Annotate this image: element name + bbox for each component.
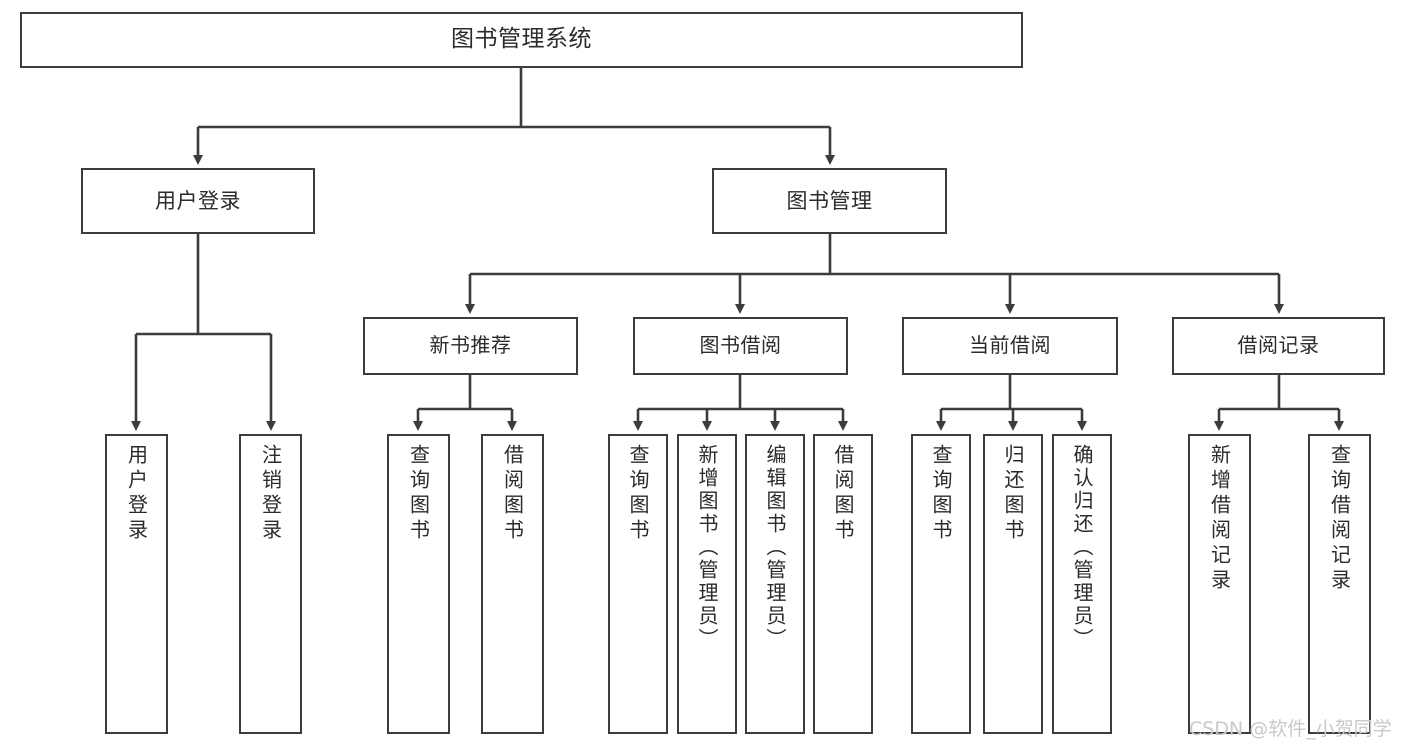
node-leaf-logout[interactable]: 注销登录 — [239, 434, 302, 734]
node-leaf-query-book-3-label: 查询图书 — [929, 444, 953, 544]
node-root[interactable]: 图书管理系统 — [20, 12, 1023, 68]
node-book-manage-label: 图书管理 — [786, 188, 873, 213]
node-leaf-edit-book-label: 编辑图书（管理员） — [763, 444, 787, 651]
node-leaf-query-book-2[interactable]: 查询图书 — [608, 434, 668, 734]
node-leaf-borrow-book-2[interactable]: 借阅图书 — [813, 434, 873, 734]
node-leaf-confirm-return-label: 确认归还（管理员） — [1070, 444, 1094, 651]
node-user-login[interactable]: 用户登录 — [81, 168, 315, 234]
node-leaf-confirm-return[interactable]: 确认归还（管理员） — [1052, 434, 1112, 734]
node-leaf-return-book[interactable]: 归还图书 — [983, 434, 1043, 734]
node-leaf-query-record[interactable]: 查询借阅记录 — [1308, 434, 1371, 734]
node-book-borrow[interactable]: 图书借阅 — [633, 317, 848, 375]
node-leaf-query-book-1-label: 查询图书 — [406, 444, 431, 544]
node-leaf-user-login-label: 用户登录 — [124, 444, 149, 544]
node-leaf-user-login[interactable]: 用户登录 — [105, 434, 168, 734]
node-leaf-add-record[interactable]: 新增借阅记录 — [1188, 434, 1251, 734]
node-leaf-add-record-label: 新增借阅记录 — [1207, 444, 1232, 594]
node-current-borrow-label: 当前借阅 — [969, 333, 1051, 358]
node-root-label: 图书管理系统 — [451, 26, 592, 53]
node-new-book-rec-label: 新书推荐 — [429, 333, 512, 358]
node-leaf-query-book-1[interactable]: 查询图书 — [387, 434, 450, 734]
node-new-book-rec[interactable]: 新书推荐 — [363, 317, 578, 375]
node-book-manage[interactable]: 图书管理 — [712, 168, 947, 234]
node-leaf-borrow-book-1-label: 借阅图书 — [500, 444, 525, 544]
node-leaf-edit-book[interactable]: 编辑图书（管理员） — [745, 434, 805, 734]
node-leaf-return-book-label: 归还图书 — [1001, 444, 1025, 544]
node-book-borrow-label: 图书借阅 — [699, 333, 782, 358]
node-leaf-add-book-label: 新增图书（管理员） — [695, 444, 719, 651]
node-leaf-query-book-2-label: 查询图书 — [626, 444, 650, 544]
node-borrow-record-label: 借阅记录 — [1237, 333, 1320, 358]
node-leaf-borrow-book-1[interactable]: 借阅图书 — [481, 434, 544, 734]
csdn-watermark: CSDN @软件_小贺同学 — [1189, 718, 1392, 740]
node-leaf-logout-label: 注销登录 — [258, 444, 283, 544]
node-leaf-borrow-book-2-label: 借阅图书 — [831, 444, 855, 544]
node-leaf-query-record-label: 查询借阅记录 — [1327, 444, 1352, 594]
node-leaf-query-book-3[interactable]: 查询图书 — [911, 434, 971, 734]
node-user-login-label: 用户登录 — [155, 188, 241, 213]
node-borrow-record[interactable]: 借阅记录 — [1172, 317, 1385, 375]
node-leaf-add-book[interactable]: 新增图书（管理员） — [677, 434, 737, 734]
node-current-borrow[interactable]: 当前借阅 — [902, 317, 1118, 375]
